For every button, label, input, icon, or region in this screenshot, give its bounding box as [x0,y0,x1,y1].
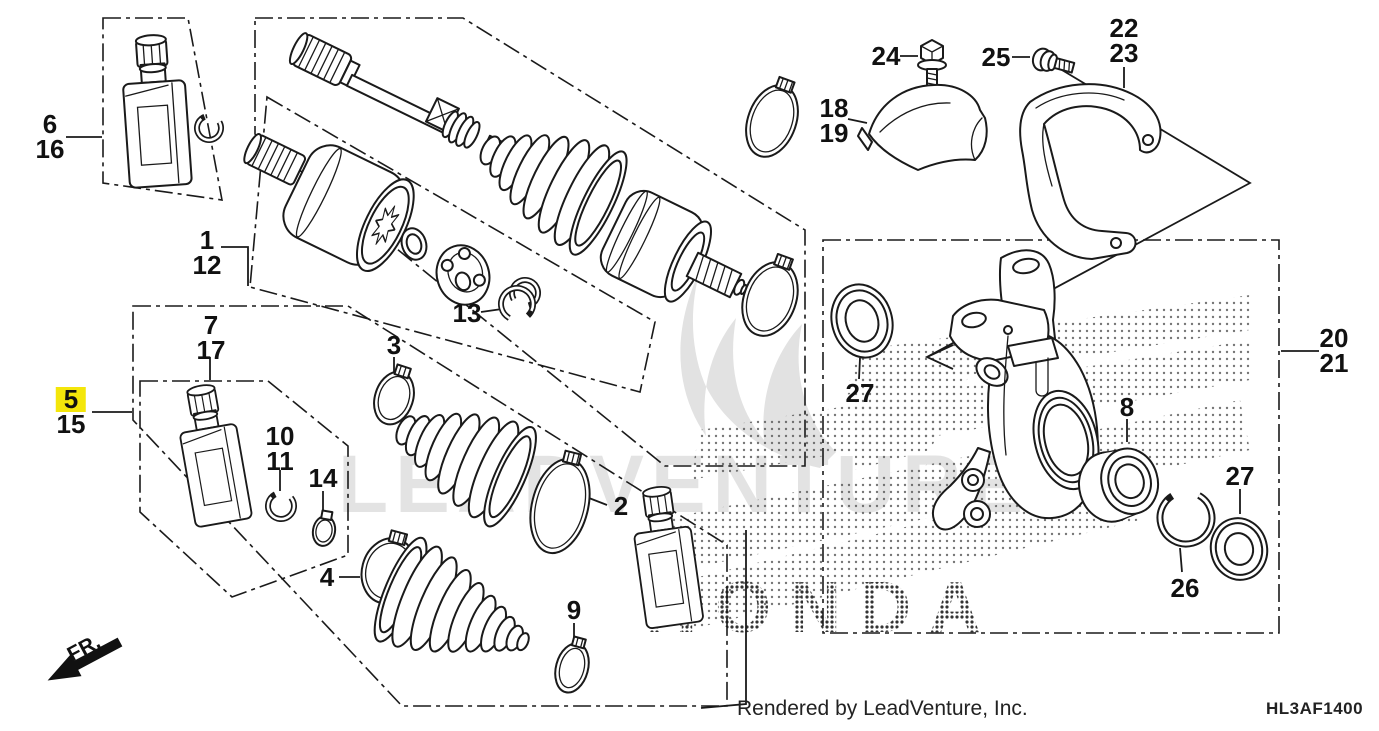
pointer-chevron [924,344,954,370]
part-shaft-bracket-22-23 [1019,83,1162,260]
part-clamp-9 [554,635,590,694]
part-circlip-top [194,113,224,143]
part-number-4[interactable]: 4 [319,562,335,592]
part-number-5[interactable]: 5 [55,386,87,412]
part-number-20[interactable]: 20 [1319,323,1349,353]
part-cv-joint-housing [599,189,712,303]
part-boot-band-lower [741,252,799,337]
part-number-18[interactable]: 18 [819,93,849,123]
part-number-26[interactable]: 26 [1170,573,1200,603]
group-box-oil-bottle-lower [139,380,349,598]
part-number-7[interactable]: 7 [203,310,219,340]
part-knuckle [932,249,1100,531]
part-number-6[interactable]: 6 [42,109,58,139]
part-driveshaft-spline-end [288,32,361,88]
callout-14: 14 [308,463,338,493]
part-screw-25 [1031,47,1076,74]
part-boot-lower [373,536,530,653]
part-inner-joint-body [282,144,415,272]
part-number-21[interactable]: 21 [1319,348,1349,378]
callout-2: 2 [613,491,629,521]
part-number-10[interactable]: 10 [265,421,295,451]
part-number-17[interactable]: 17 [196,335,226,365]
callout-4: 4 [319,562,335,592]
callout-26: 26 [1170,573,1200,603]
part-cv-threaded-stub [685,251,748,299]
part-number-14[interactable]: 14 [308,463,338,493]
render-credit: Rendered by LeadVenture, Inc. [737,697,1028,720]
part-number-27[interactable]: 27 [845,378,875,408]
part-clamp-2 [529,449,591,555]
part-grease-bottle-lower [179,384,253,528]
callout-24: 24 [871,41,901,71]
callout-25: 25 [981,42,1011,72]
part-number-23[interactable]: 23 [1109,38,1139,68]
part-inboard-bellows [441,110,481,149]
part-number-1[interactable]: 1 [199,225,215,255]
part-snap-ring-26 [1156,488,1216,548]
group-box-oil-bottle-top [102,17,223,201]
diagram-code: HL3AF1400 [1266,699,1364,718]
part-number-3[interactable]: 3 [386,330,402,360]
part-number-22[interactable]: 22 [1109,13,1139,43]
callout-8: 8 [1119,392,1135,422]
part-clamp-3 [373,363,415,426]
part-outboard-boot-assembled [479,134,628,256]
part-oil-bottle-top [122,34,193,189]
part-clamp-14 [311,509,337,547]
callout-27-right: 27 [1225,461,1255,491]
part-number-9[interactable]: 9 [566,595,582,625]
callout-13: 13 [452,298,482,328]
part-number-13[interactable]: 13 [452,298,482,328]
part-number-8[interactable]: 8 [1119,392,1135,422]
part-number-15[interactable]: 15 [56,409,86,439]
part-grease-bottle-right [633,485,704,630]
part-number-25[interactable]: 25 [981,42,1011,72]
part-dust-seal-right [1209,517,1269,581]
group-box-upper-driveshaft [254,17,806,467]
part-boot-band-upper [745,75,799,158]
part-number-11[interactable]: 11 [266,446,294,476]
part-stopper-ring [400,227,428,261]
part-number-24[interactable]: 24 [871,41,901,71]
callout-27-left: 27 [845,378,875,408]
part-number-2[interactable]: 2 [613,491,629,521]
part-splash-guard-18-19 [857,83,988,171]
part-number-16[interactable]: 16 [35,134,65,164]
part-spider-plate [435,244,491,306]
part-inner-joint-spline [243,133,307,186]
group-box-inner-joint [249,95,656,393]
part-wheel-bearing [1078,447,1160,523]
part-number-27[interactable]: 27 [1225,461,1255,491]
part-boot-middle [395,412,537,528]
part-dust-seal-left [830,283,894,359]
callout-9: 9 [566,595,582,625]
part-number-19[interactable]: 19 [819,118,849,148]
part-circlip-10-11 [265,490,297,522]
part-snap-ring-13 [498,285,536,323]
part-number-12[interactable]: 12 [192,250,222,280]
callout-3: 3 [386,330,402,360]
